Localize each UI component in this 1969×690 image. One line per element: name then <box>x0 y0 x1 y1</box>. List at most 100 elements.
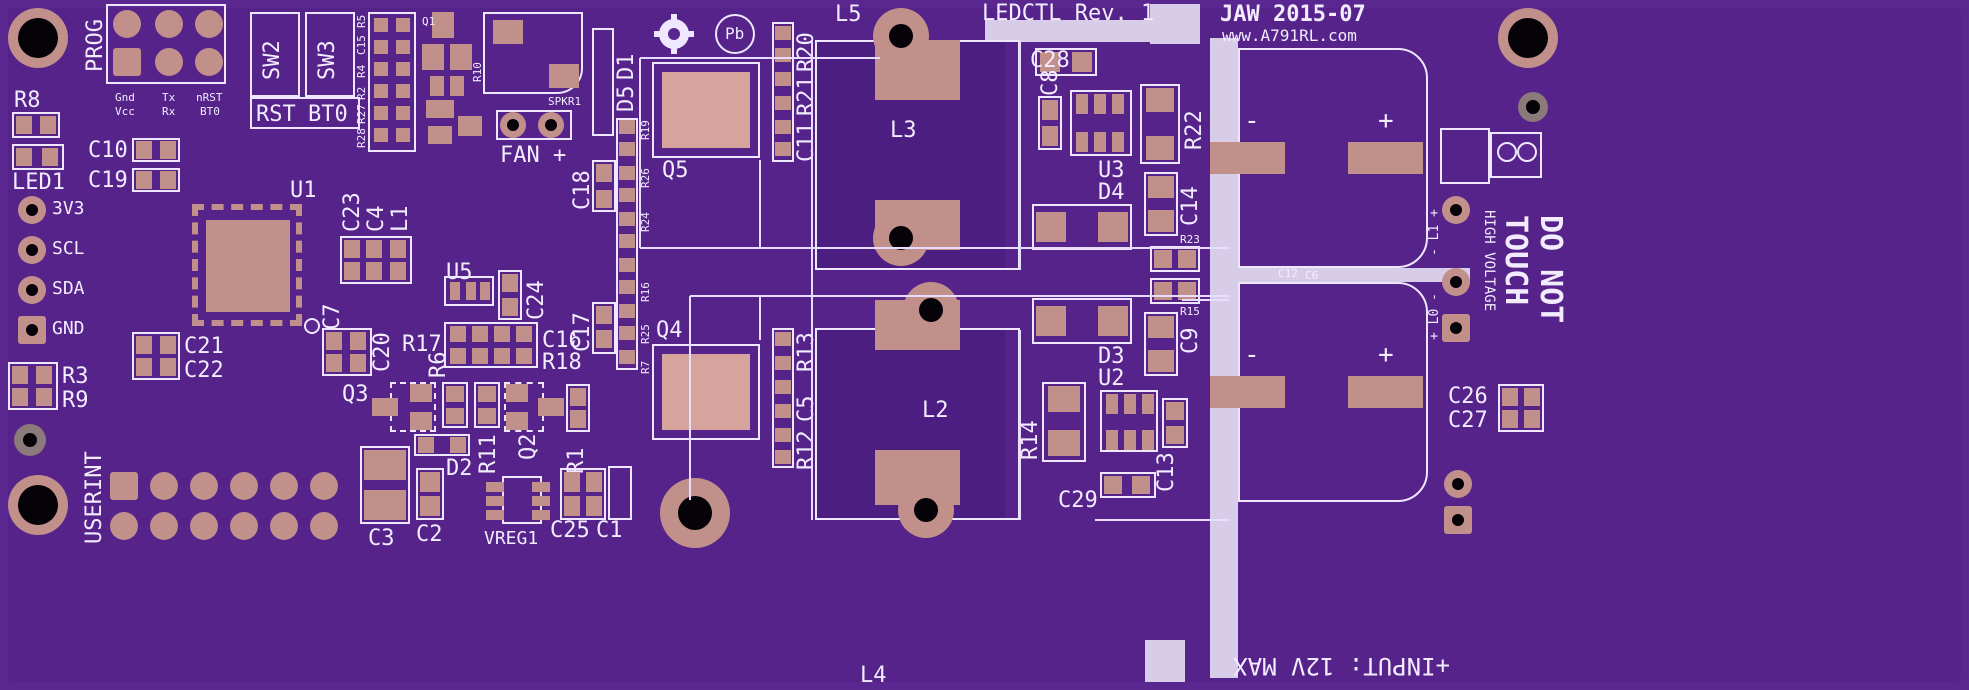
c13-outline <box>1162 398 1188 448</box>
ref-c26: C26 <box>1448 384 1488 409</box>
userint-pin-1[interactable] <box>110 472 138 500</box>
board-date: JAW 2015-07 <box>1220 2 1366 27</box>
ref-c6: C6 <box>1305 269 1319 282</box>
hv-pad-bottom <box>1145 640 1185 682</box>
r17-r18-outline <box>444 322 538 368</box>
q5-body <box>662 72 750 148</box>
c23-c4-l1-outline <box>340 236 412 284</box>
led1-outline <box>12 144 64 170</box>
prog-pin-1[interactable] <box>113 48 141 76</box>
oshw-gear-icon <box>652 12 696 56</box>
corner-hole-tl <box>18 18 58 58</box>
ref-c22: C22 <box>184 358 224 383</box>
ref-u2: U2 <box>1098 366 1125 391</box>
cap-c18-outline <box>592 160 616 212</box>
userint-pin-10[interactable] <box>230 512 258 540</box>
ref-c1: C1 <box>596 518 623 543</box>
prog-pin-3[interactable] <box>195 48 223 76</box>
userint-pin-7[interactable] <box>110 512 138 540</box>
ref-u1: U1 <box>290 178 317 203</box>
r14-outline <box>1042 382 1086 462</box>
c8-outline <box>1038 96 1062 150</box>
hv-bar-top <box>985 20 1165 42</box>
speaker-outline <box>483 12 583 94</box>
c14-outline <box>1144 172 1178 236</box>
mounting-hole-l4 <box>914 498 938 522</box>
sensor-pin-2[interactable] <box>1517 142 1537 162</box>
c3-outline <box>360 446 410 524</box>
d3-outline <box>1032 298 1132 344</box>
ref-l2: L2 <box>922 398 949 423</box>
pin-label-gnd: GND <box>52 318 85 339</box>
ref-c3: C3 <box>368 526 395 551</box>
userint-pin-6[interactable] <box>310 472 338 500</box>
mounting-hole-bottom <box>678 496 712 530</box>
c24-outline <box>498 270 522 320</box>
ref-c12: C12 <box>1278 267 1298 280</box>
r11-outline <box>474 382 500 428</box>
ref-r23: R23 <box>1180 233 1200 246</box>
userint-pin-2[interactable] <box>150 472 178 500</box>
prog-pin-bt0: BT0 <box>200 105 220 118</box>
c10-outline <box>132 138 180 162</box>
ref-c27: C27 <box>1448 408 1488 433</box>
r6-outline <box>442 382 468 428</box>
userint-pin-3[interactable] <box>190 472 218 500</box>
pin-label-3v3: 3V3 <box>52 198 85 219</box>
c7-c20-outline <box>322 328 372 376</box>
cap-pad-plus-1 <box>1348 142 1423 174</box>
pin-label-scl: SCL <box>52 238 85 259</box>
sensor-pin-1[interactable] <box>1497 142 1517 162</box>
ref-r9: R9 <box>62 388 89 413</box>
board-title: LEDCTL Rev. 1 <box>982 1 1155 26</box>
ref-c16: C16 <box>542 328 582 353</box>
prog-pin-nrst: nRST <box>196 91 223 104</box>
ref-q3: Q3 <box>342 382 369 407</box>
r3-r9-outline <box>8 362 58 410</box>
pin-label-sda: SDA <box>52 278 85 299</box>
switch-label-box <box>250 97 360 129</box>
ref-vreg1: VREG1 <box>484 528 539 549</box>
d2-outline <box>414 434 470 456</box>
c19-outline <box>132 168 180 192</box>
ref-u5: U5 <box>446 260 473 285</box>
lead-free-label: Pb <box>725 24 745 43</box>
ref-l4: L4 <box>860 663 887 688</box>
prog-pin-5[interactable] <box>155 10 183 38</box>
ref-d2: D2 <box>446 456 473 481</box>
ref-d4: D4 <box>1098 180 1125 205</box>
prog-pin-6[interactable] <box>195 10 223 38</box>
ref-c2: C2 <box>416 522 443 547</box>
resistor-column-outline <box>616 118 638 370</box>
userint-pin-12[interactable] <box>310 512 338 540</box>
prog-pin-vcc: Vcc <box>115 105 135 118</box>
cap-pad-minus-1 <box>1210 142 1285 174</box>
cap-pad-plus-2 <box>1348 376 1423 408</box>
ref-d3: D3 <box>1098 344 1125 369</box>
corner-hole-tr <box>1508 18 1548 58</box>
prog-pin-4[interactable] <box>113 10 141 38</box>
cap-minus-label-2: - <box>1244 340 1260 370</box>
c9-outline <box>1144 312 1178 376</box>
r8-outline <box>12 112 60 138</box>
userint-pin-8[interactable] <box>150 512 178 540</box>
sensor-outline <box>1490 132 1542 178</box>
cap-minus-label-1: - <box>1244 106 1260 136</box>
r15-outline <box>1150 278 1200 304</box>
hv-isolation-strip-mid <box>1210 268 1470 282</box>
c25-outline <box>560 468 606 520</box>
r13-column-outline <box>772 328 794 468</box>
prog-pin-2[interactable] <box>155 48 183 76</box>
userint-pin-5[interactable] <box>270 472 298 500</box>
userint-pin-11[interactable] <box>270 512 298 540</box>
ref-c28: C28 <box>1030 48 1070 73</box>
ref-spkr1: SPKR1 <box>548 95 582 108</box>
lead-free-icon: Pb <box>715 14 755 54</box>
u3-outline <box>1070 90 1132 156</box>
c29-outline <box>1100 472 1156 498</box>
userint-pin-4[interactable] <box>230 472 258 500</box>
userint-pin-9[interactable] <box>190 512 218 540</box>
ref-r17: R17 <box>402 332 442 357</box>
r20-column-outline <box>772 22 794 162</box>
c2-outline <box>416 468 444 520</box>
